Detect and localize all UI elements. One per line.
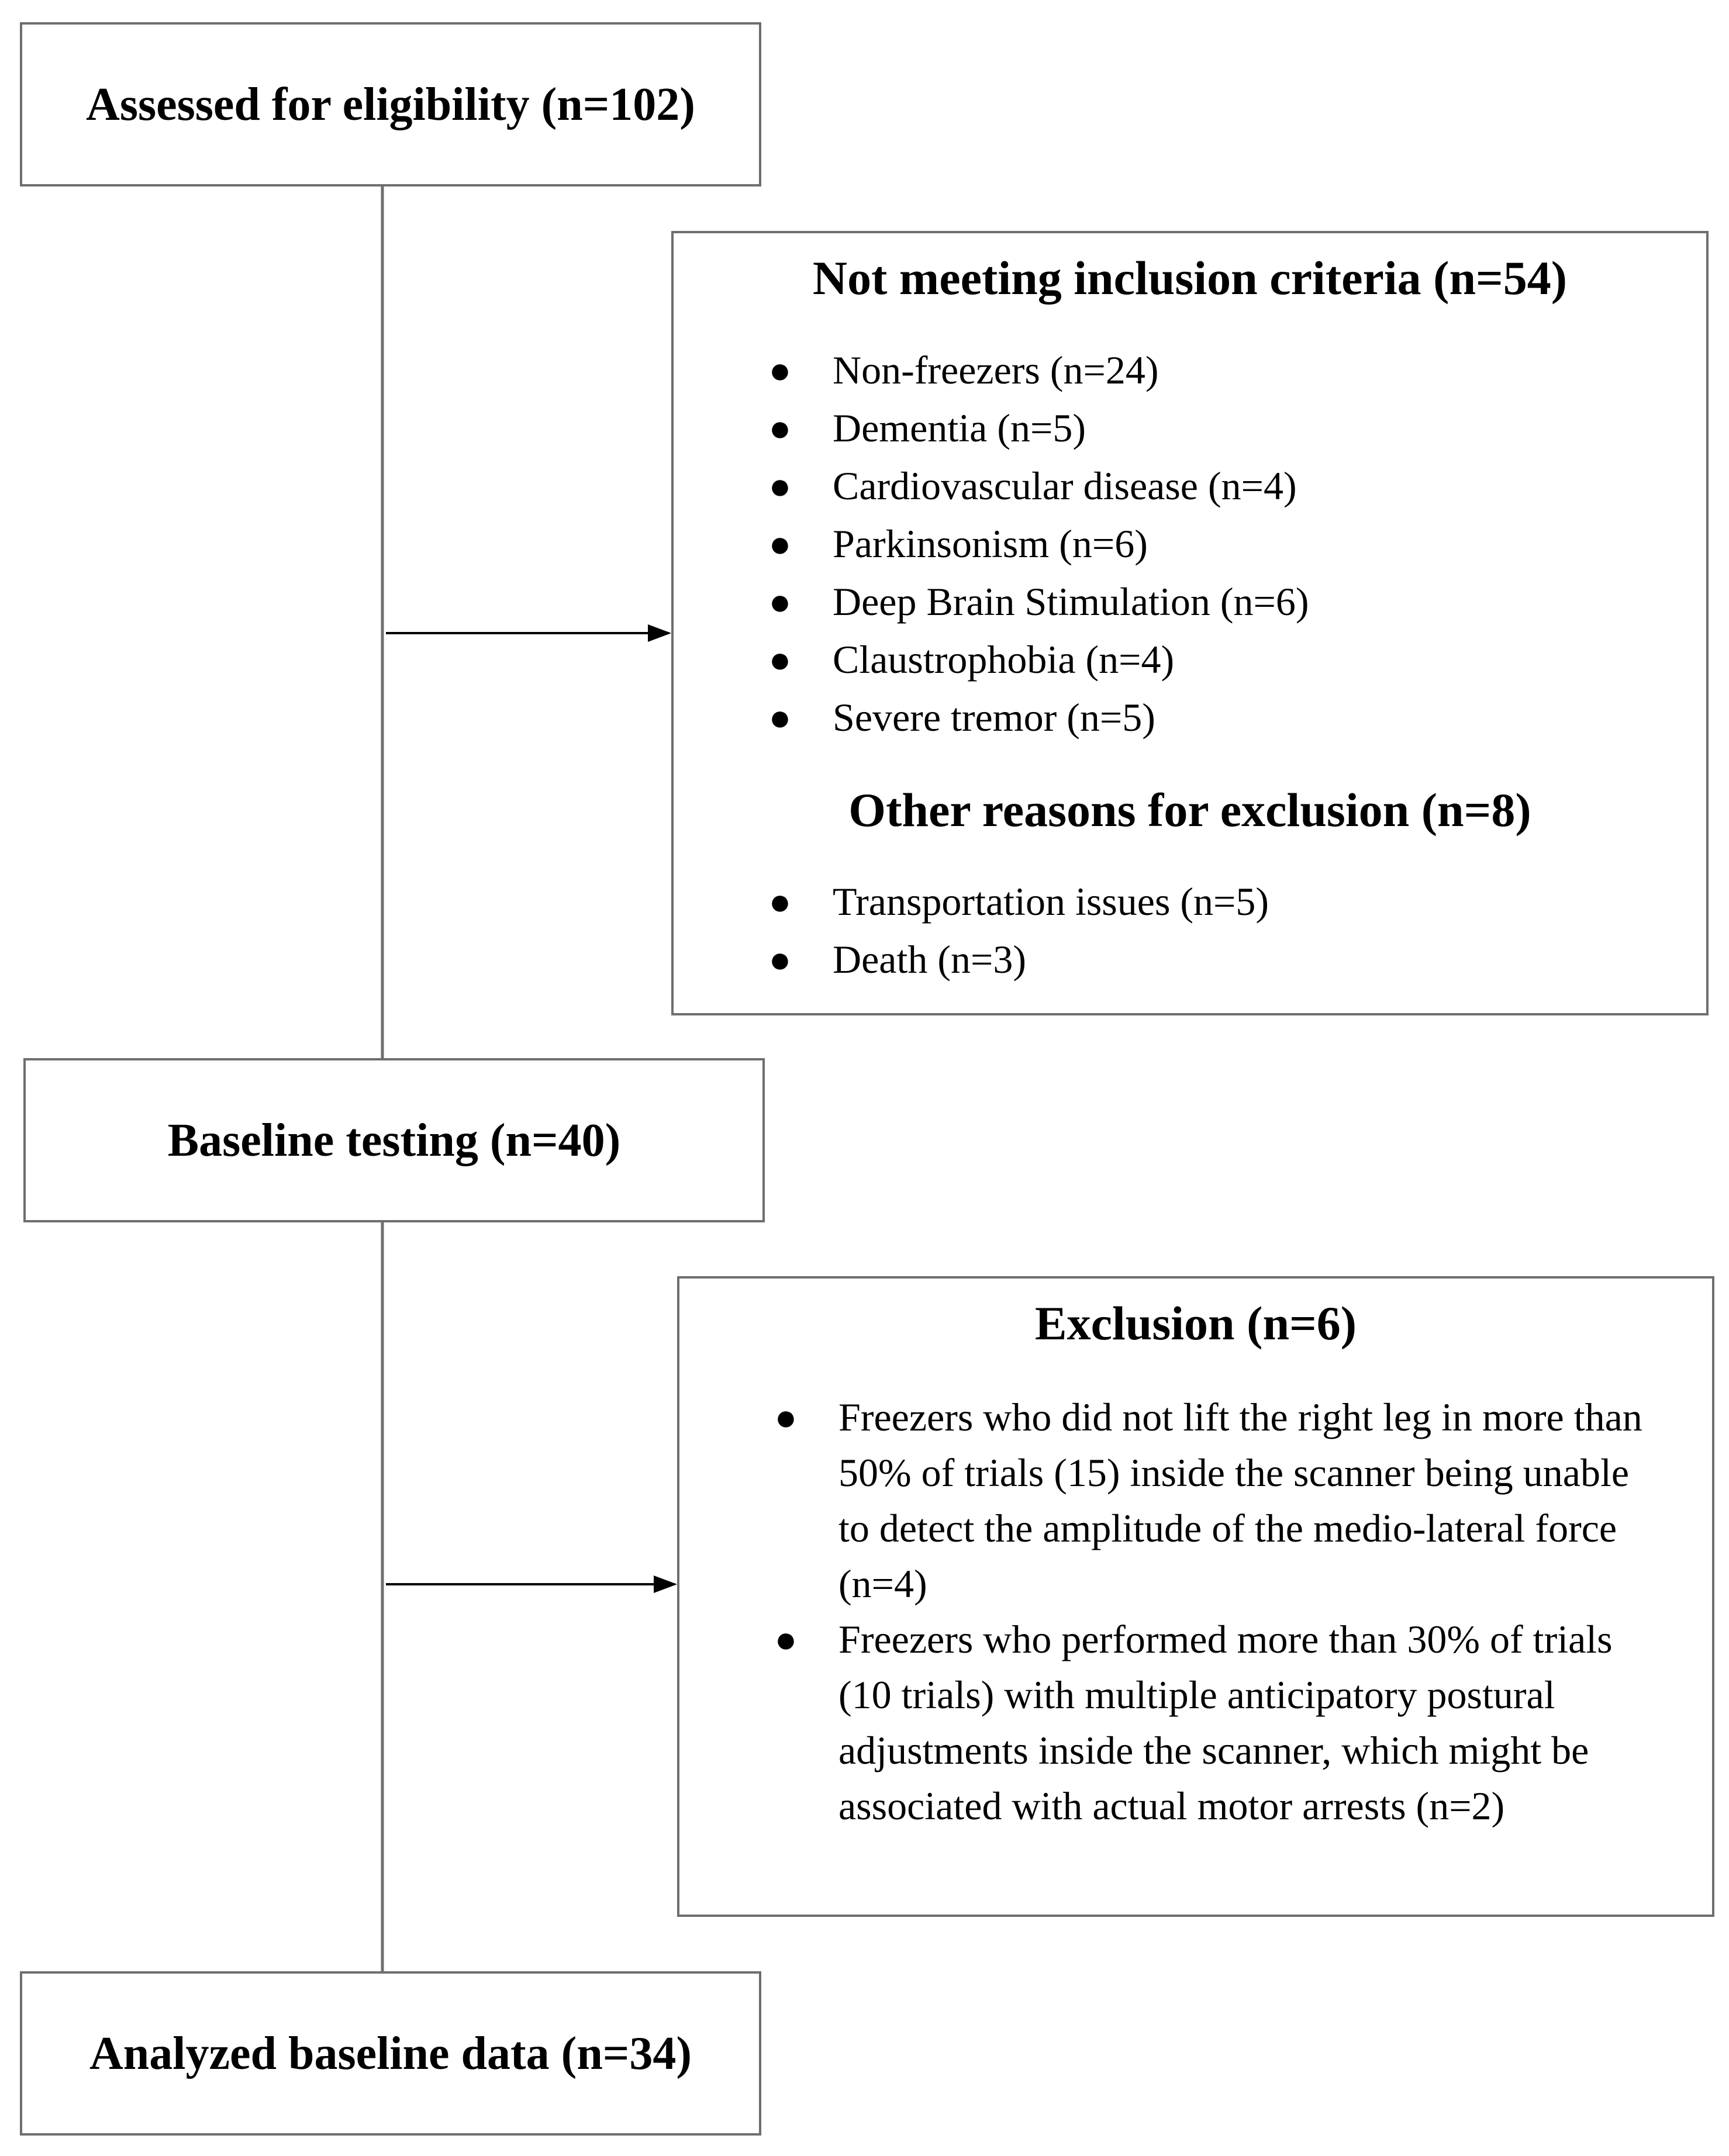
- other-reasons-list: ● Transportation issues (n=5) ● Death (n=3…: [768, 873, 1269, 989]
- bullet-icon: ●: [768, 881, 792, 922]
- list-item-text: Severe tremor (n=5): [833, 695, 1155, 740]
- exclusion-title: Exclusion (n=6): [1034, 1297, 1357, 1350]
- assessed-box: Assessed for eligibility (n=102): [20, 22, 761, 186]
- list-item: ● Parkinsonism (n=6): [768, 515, 1309, 573]
- list-item: ● Transportation issues (n=5): [768, 873, 1269, 931]
- bullet-icon: ●: [768, 939, 792, 980]
- not-meeting-title: Not meeting inclusion criteria (n=54): [812, 251, 1568, 305]
- bullet-icon: ●: [774, 1619, 798, 1660]
- bullet-icon: ●: [768, 465, 792, 507]
- bullet-icon: ●: [768, 350, 792, 391]
- bullet-icon: ●: [768, 523, 792, 565]
- bullet-icon: ●: [768, 697, 792, 738]
- bullet-icon: ●: [768, 639, 792, 680]
- list-item-text: Freezers who did not lift the right leg …: [838, 1395, 1642, 1606]
- list-item-text: Dementia (n=5): [833, 406, 1086, 450]
- list-item-text: Claustrophobia (n=4): [833, 637, 1175, 682]
- exclusion-box: Exclusion (n=6) ● Freezers who did not li…: [677, 1276, 1714, 1917]
- baseline-title: Baseline testing (n=40): [167, 1114, 621, 1166]
- list-item: ● Cardiovascular disease (n=4): [768, 457, 1309, 515]
- list-item-text: Deep Brain Stimulation (n=6): [833, 579, 1309, 624]
- list-item: ● Freezers who performed more than 30% of…: [774, 1612, 1645, 1834]
- assessed-title: Assessed for eligibility (n=102): [86, 78, 695, 130]
- exclusion-list: ● Freezers who did not lift the right leg…: [774, 1390, 1645, 1834]
- list-item-text: Parkinsonism (n=6): [833, 521, 1148, 566]
- list-item: ● Severe tremor (n=5): [768, 689, 1309, 747]
- list-item-text: Freezers who performed more than 30% of …: [838, 1617, 1613, 1828]
- list-item: ● Freezers who did not lift the right leg…: [774, 1390, 1645, 1612]
- bullet-icon: ●: [768, 581, 792, 623]
- other-reasons-title: Other reasons for exclusion (n=8): [848, 783, 1531, 837]
- baseline-box: Baseline testing (n=40): [23, 1058, 765, 1222]
- bullet-icon: ●: [768, 407, 792, 449]
- analyzed-title: Analyzed baseline data (n=34): [89, 2027, 692, 2079]
- not-meeting-list: ● Non-freezers (n=24) ● Dementia (n=5) ● Ca…: [768, 341, 1309, 747]
- list-item: ● Death (n=3): [768, 931, 1269, 989]
- bullet-icon: ●: [774, 1397, 798, 1438]
- not-meeting-box: Not meeting inclusion criteria (n=54) ● N…: [671, 231, 1709, 1015]
- arrowhead-not-meeting: [648, 624, 671, 642]
- list-item-text: Cardiovascular disease (n=4): [833, 464, 1297, 508]
- list-item-text: Death (n=3): [833, 937, 1027, 982]
- arrowhead-exclusion: [654, 1575, 677, 1593]
- list-item: ● Deep Brain Stimulation (n=6): [768, 573, 1309, 631]
- list-item: ● Claustrophobia (n=4): [768, 631, 1309, 689]
- analyzed-box: Analyzed baseline data (n=34): [20, 1971, 761, 2136]
- list-item-text: Non-freezers (n=24): [833, 348, 1159, 392]
- list-item: ● Dementia (n=5): [768, 399, 1309, 457]
- list-item-text: Transportation issues (n=5): [833, 879, 1269, 924]
- list-item: ● Non-freezers (n=24): [768, 341, 1309, 399]
